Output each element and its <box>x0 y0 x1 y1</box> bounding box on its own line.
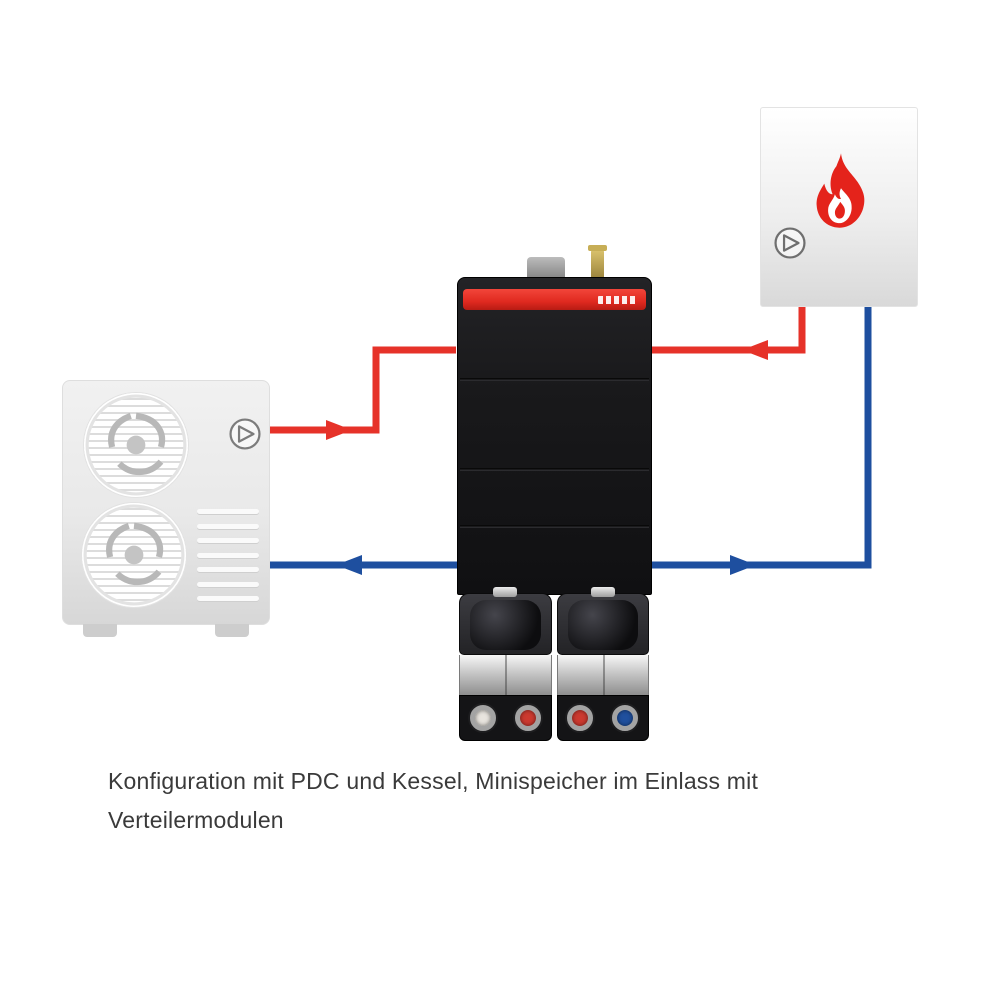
module-housing <box>556 655 649 695</box>
heat-pump-unit <box>62 380 270 637</box>
unit-foot <box>83 624 117 637</box>
fan-icon <box>84 393 188 497</box>
fan-blades-icon <box>85 394 187 496</box>
pipe-heatpump-supply <box>266 346 456 434</box>
hydraulic-port <box>469 705 496 731</box>
pipe-boiler-supply <box>651 306 806 354</box>
module-base <box>459 695 552 741</box>
pump-icon <box>773 226 807 260</box>
distribution-module <box>556 593 649 741</box>
panel-seam <box>460 468 649 471</box>
flow-arrow-red-left-icon <box>742 340 768 360</box>
buffer-unit <box>457 277 652 595</box>
panel-seam <box>460 378 649 381</box>
module-pump-head <box>556 593 649 655</box>
flow-arrow-blue-right-icon <box>730 555 756 575</box>
module-pump-head <box>459 593 552 655</box>
vent-grille <box>197 509 259 601</box>
safety-valve <box>588 245 607 280</box>
hydraulic-port <box>612 705 639 731</box>
caption-line-2: Verteilermodulen <box>108 807 284 833</box>
flow-arrow-blue-left-icon <box>336 555 362 575</box>
hydraulic-port <box>514 705 541 731</box>
unit-foot <box>215 624 249 637</box>
module-housing <box>459 655 552 695</box>
pump-icon <box>228 417 262 451</box>
module-base <box>556 695 649 741</box>
flow-arrow-red-right-icon <box>326 420 352 440</box>
caption: Konfiguration mit PDC und Kessel, Minisp… <box>108 762 758 840</box>
panel-seam <box>460 525 649 528</box>
distribution-module <box>459 593 552 741</box>
hydraulic-port <box>567 705 594 731</box>
boiler-unit <box>760 107 918 307</box>
caption-line-1: Konfiguration mit PDC und Kessel, Minisp… <box>108 768 759 794</box>
fan-blades-icon <box>83 504 185 606</box>
flame-icon <box>803 144 879 240</box>
brand-logo-icon <box>598 296 638 304</box>
pipe-boiler-return <box>649 306 872 569</box>
distribution-modules <box>459 593 649 741</box>
brand-band <box>463 289 646 310</box>
fan-icon <box>82 503 186 607</box>
